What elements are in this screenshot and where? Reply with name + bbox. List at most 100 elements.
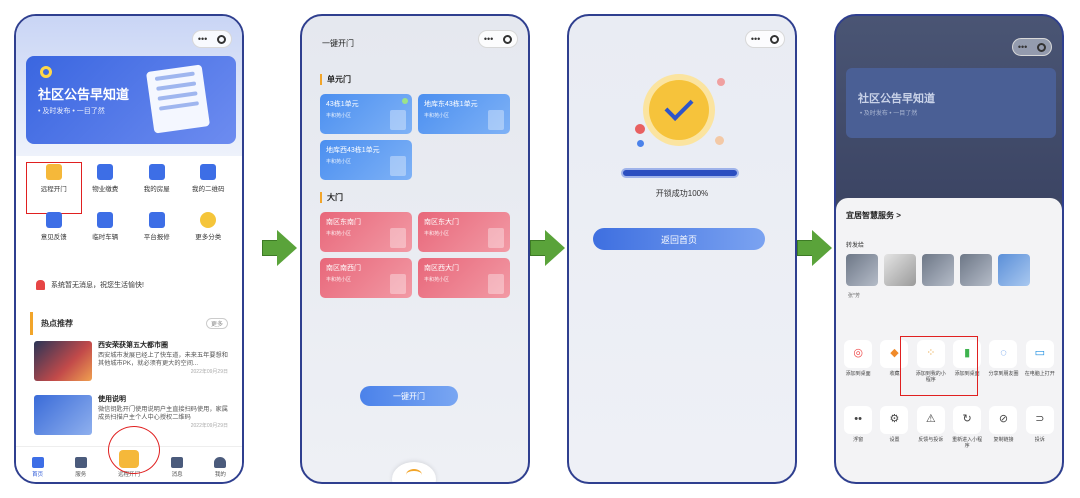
sheet-title[interactable]: 宜居智慧服务 >: [846, 211, 901, 220]
grid-item-repair[interactable]: 平台报修: [131, 212, 183, 260]
avatar[interactable]: [884, 254, 916, 286]
gate-icon: [390, 274, 406, 294]
gate-icon: [390, 228, 406, 248]
repair-icon: [148, 212, 165, 228]
phone-home-screen: ••• 社区公告早知道 • 及时发布 • 一目了然 远程开门 物业缴费 我的房屋…: [14, 14, 244, 484]
gear-icon: ⚙: [880, 406, 909, 434]
action-feedback[interactable]: ⚠反馈与投诉: [914, 406, 948, 449]
highlight-circle: [108, 426, 160, 474]
house-icon: [148, 164, 165, 180]
mini-program-capsule[interactable]: •••: [745, 30, 785, 48]
more-icon: [200, 212, 217, 228]
tab-mine[interactable]: 我的: [214, 457, 227, 478]
close-icon[interactable]: [503, 34, 513, 44]
list-item[interactable]: 使用说明微信钥匙开门使用说明户主直接扫码使用，家属成员扫描户主个人中心授权二维码…: [26, 391, 236, 445]
notice-board-illustration: [145, 64, 211, 134]
link-icon: ⊘: [989, 406, 1018, 434]
action-settings[interactable]: ⚙设置: [877, 406, 911, 449]
door-icon: [390, 156, 406, 176]
online-dot-icon: [402, 98, 408, 104]
one-key-open-button[interactable]: 一键开门: [360, 386, 458, 406]
avatar[interactable]: [960, 254, 992, 286]
door-card[interactable]: 地库西43栋1单元丰和苑小区: [320, 140, 412, 180]
close-icon[interactable]: [770, 34, 780, 44]
qrcode-icon: [200, 164, 217, 180]
action-share-moments[interactable]: ◌分享到朋友圈: [986, 340, 1020, 383]
building-icon: [97, 164, 114, 180]
monitor-icon: ▭: [1025, 340, 1054, 368]
avatar[interactable]: [846, 254, 878, 286]
mini-program-capsule[interactable]: •••: [478, 30, 518, 48]
action-float-window[interactable]: ••浮窗: [841, 406, 875, 449]
home-icon: [31, 457, 44, 468]
action-open-on-pc[interactable]: ▭在电脑上打开: [1023, 340, 1057, 383]
wifi-icon[interactable]: [392, 462, 436, 482]
grid-item-remote-open[interactable]: 远程开门: [26, 162, 82, 214]
desktop-icon: ◎: [844, 340, 873, 368]
favorite-icon: ◆: [880, 340, 909, 368]
tab-home[interactable]: 首页: [31, 457, 44, 478]
avatar[interactable]: [998, 254, 1030, 286]
grid-item-property-fee[interactable]: 物业缴费: [80, 164, 132, 212]
mini-program-capsule[interactable]: •••: [1012, 38, 1052, 56]
door-icon: [390, 110, 406, 130]
action-row-1: ◎添加到桌面 ◆收藏 ⁘添加到我的小程序 ▮添加到桌面 ◌分享到朋友圈 ▭在电脑…: [836, 340, 1062, 383]
gate-card[interactable]: 南区东南门丰和苑小区: [320, 212, 412, 252]
more-button[interactable]: 更多: [205, 318, 228, 329]
tab-message[interactable]: 消息: [171, 457, 184, 478]
door-card[interactable]: 43栋1单元丰和苑小区: [320, 94, 412, 134]
progress-text: 开锁成功100%: [655, 189, 709, 198]
door-icon: [45, 164, 62, 180]
tab-service[interactable]: 服务: [74, 457, 87, 478]
car-icon: [97, 212, 114, 228]
action-add-desktop[interactable]: ◎添加到桌面: [841, 340, 875, 383]
grid-item-my-house[interactable]: 我的房屋: [131, 164, 183, 212]
banner-title: 社区公告早知道: [38, 87, 130, 102]
grid-item-temp-vehicle[interactable]: 临时车辆: [80, 212, 132, 260]
page-title: 一键开门: [322, 39, 354, 48]
phone-unlock-success: ••• 开锁成功100% 返回首页: [567, 14, 797, 484]
section-unit-door: 单元门: [320, 74, 351, 85]
action-complain[interactable]: ⊃投诉: [1023, 406, 1057, 449]
message-icon: [171, 457, 184, 468]
grid-item-feedback[interactable]: 意见反馈: [28, 212, 80, 260]
grid-item-more[interactable]: 更多分类: [183, 212, 235, 260]
gate-card[interactable]: 南区西大门丰和苑小区: [418, 258, 510, 298]
contact-name: 张*芳: [848, 293, 860, 299]
ring-icon: [40, 66, 52, 78]
section-gate: 大门: [320, 192, 343, 203]
announcement-banner[interactable]: 社区公告早知道 • 及时发布 • 一目了然: [26, 56, 236, 144]
action-favorite[interactable]: ◆收藏: [877, 340, 911, 383]
action-add-my-miniprogram[interactable]: ⁘添加到我的小程序: [914, 340, 948, 383]
phone-icon: ▮: [953, 340, 982, 368]
forward-label: 转发给: [846, 243, 865, 249]
list-item[interactable]: 西安荣获第五大都市圈西安城市发展已经上了快车道，未来五年要想和其他城市PK，就必…: [26, 337, 236, 391]
avatar[interactable]: [922, 254, 954, 286]
gate-icon: [488, 274, 504, 294]
gate-icon: [488, 228, 504, 248]
action-sheet: 宜居智慧服务 > 转发给 张*芳 ◎添加到桌面 ◆收藏 ⁘添加到我的小程序 ▮添…: [836, 198, 1062, 482]
close-icon[interactable]: [217, 34, 227, 44]
warning-icon: ⚠: [916, 406, 945, 434]
action-copy-link[interactable]: ⊘复制链接: [986, 406, 1020, 449]
check-icon: [649, 80, 709, 140]
float-icon: ••: [844, 406, 873, 434]
close-icon[interactable]: [1037, 42, 1047, 52]
gate-card[interactable]: 南区南西门丰和苑小区: [320, 258, 412, 298]
feedback-icon: [45, 212, 62, 228]
unlock-progress-bar: [621, 168, 739, 178]
action-row-2: ••浮窗 ⚙设置 ⚠反馈与投诉 ↻重新进入小程序 ⊘复制链接 ⊃投诉: [836, 406, 1062, 449]
contact-list: [846, 254, 1030, 286]
action-reload[interactable]: ↻重新进入小程序: [950, 406, 984, 449]
back-home-button[interactable]: 返回首页: [593, 228, 765, 250]
mini-program-capsule[interactable]: •••: [192, 30, 232, 48]
gate-card[interactable]: 南区东大门丰和苑小区: [418, 212, 510, 252]
door-card[interactable]: 地库东43栋1单元丰和苑小区: [418, 94, 510, 134]
action-add-to-desktop[interactable]: ▮添加到桌面: [950, 340, 984, 383]
miniprogram-icon: ⁘: [916, 340, 945, 368]
news-thumbnail: [34, 395, 92, 435]
complain-icon: ⊃: [1025, 406, 1054, 434]
service-icon: [74, 457, 87, 468]
grid-item-my-qrcode[interactable]: 我的二维码: [183, 164, 235, 212]
system-notice[interactable]: 系统暂无消息，祝您生活愉快!: [26, 274, 236, 296]
